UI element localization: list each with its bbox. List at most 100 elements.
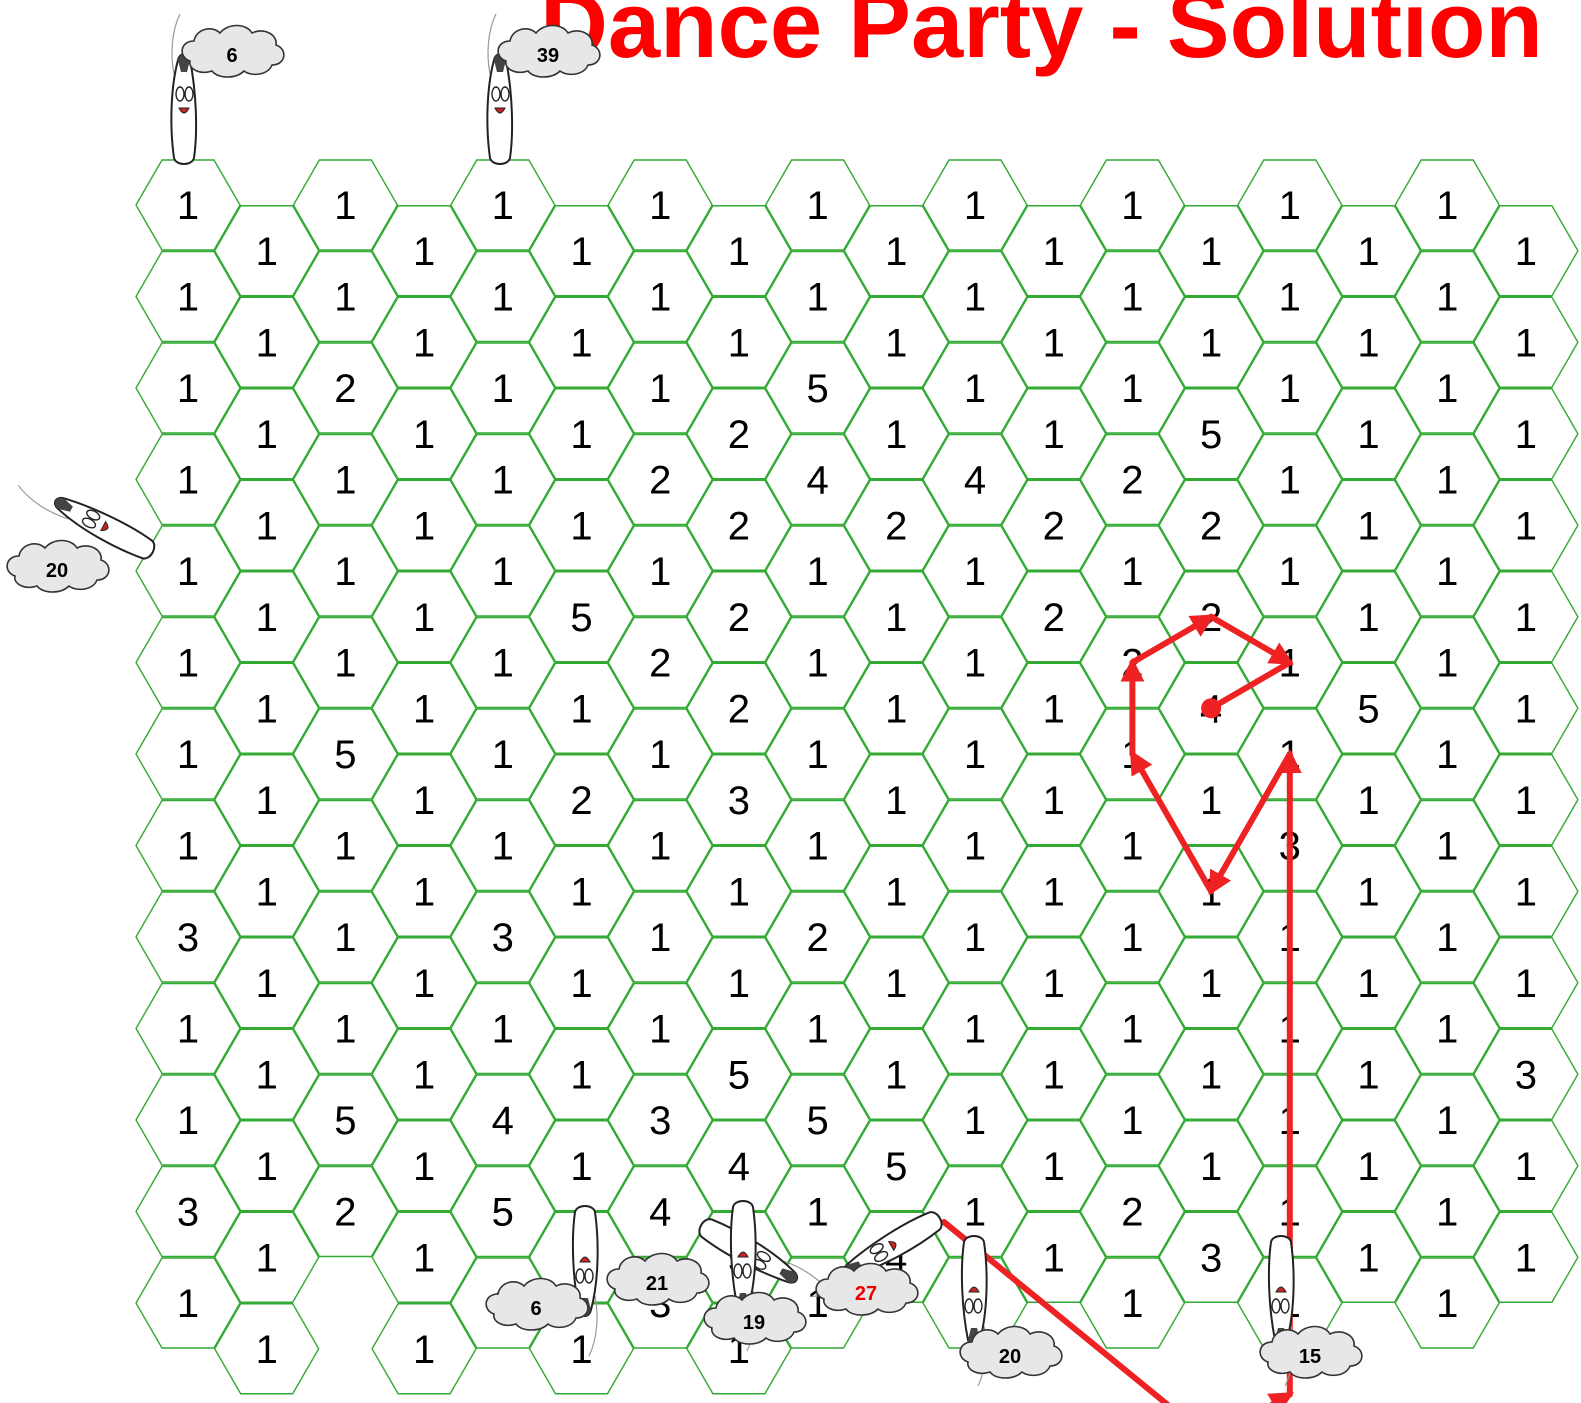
hex-number: 5 bbox=[806, 367, 828, 411]
hex-number: 1 bbox=[885, 687, 907, 731]
hex-number: 1 bbox=[413, 1145, 435, 1189]
hex-number: 1 bbox=[256, 1236, 278, 1280]
hex-number: 1 bbox=[1357, 413, 1379, 457]
hex-number: 2 bbox=[1043, 596, 1065, 640]
hex-number: 1 bbox=[1121, 1099, 1143, 1143]
hex-number: 1 bbox=[492, 459, 514, 503]
hex-number: 5 bbox=[728, 1053, 750, 1097]
hex-number: 1 bbox=[649, 916, 671, 960]
hex-number: 1 bbox=[1043, 1053, 1065, 1097]
hex-number: 1 bbox=[1121, 825, 1143, 869]
hex-number: 1 bbox=[1436, 367, 1458, 411]
hex-number: 1 bbox=[1436, 916, 1458, 960]
hex-number: 2 bbox=[1200, 504, 1222, 548]
hex-number: 1 bbox=[1436, 276, 1458, 320]
hex-number: 1 bbox=[964, 550, 986, 594]
hex-number: 1 bbox=[413, 596, 435, 640]
dancer: 20 bbox=[7, 471, 158, 592]
hex-number: 1 bbox=[1436, 1191, 1458, 1235]
hex-number: 1 bbox=[806, 825, 828, 869]
hex-number: 1 bbox=[1515, 962, 1537, 1006]
hex-number: 1 bbox=[413, 504, 435, 548]
hex-number: 1 bbox=[649, 367, 671, 411]
hex-number: 2 bbox=[1121, 1191, 1143, 1235]
hex-number: 4 bbox=[492, 1099, 514, 1143]
hex-number: 1 bbox=[806, 642, 828, 686]
hex-number: 1 bbox=[1515, 779, 1537, 823]
hex-number: 1 bbox=[1357, 321, 1379, 365]
hex-number: 1 bbox=[1121, 1282, 1143, 1326]
hex-number: 1 bbox=[1515, 504, 1537, 548]
hex-number: 1 bbox=[806, 184, 828, 228]
hex-number: 1 bbox=[256, 687, 278, 731]
hex-number: 1 bbox=[177, 550, 199, 594]
hex-number: 1 bbox=[413, 321, 435, 365]
hex-number: 1 bbox=[492, 550, 514, 594]
hex-number: 1 bbox=[806, 276, 828, 320]
dancer-number: 39 bbox=[537, 45, 559, 67]
hex-number: 1 bbox=[334, 276, 356, 320]
hex-number: 1 bbox=[1515, 687, 1537, 731]
hex-number: 1 bbox=[1200, 962, 1222, 1006]
hex-number: 1 bbox=[256, 870, 278, 914]
hex-number: 1 bbox=[1200, 230, 1222, 274]
hex-number: 1 bbox=[256, 779, 278, 823]
number-cloud: 21 bbox=[607, 1254, 709, 1306]
hex-number: 1 bbox=[1043, 687, 1065, 731]
hex-number: 1 bbox=[1121, 550, 1143, 594]
hex-number: 1 bbox=[1043, 1236, 1065, 1280]
hex-number: 1 bbox=[1200, 779, 1222, 823]
hex-number: 1 bbox=[806, 733, 828, 777]
hex-number: 1 bbox=[256, 321, 278, 365]
hex-number: 4 bbox=[806, 459, 828, 503]
hex-number: 1 bbox=[728, 962, 750, 1006]
hex-number: 1 bbox=[334, 825, 356, 869]
hex-number: 1 bbox=[177, 184, 199, 228]
hex-number: 1 bbox=[1436, 1099, 1458, 1143]
hex-number: 1 bbox=[256, 1145, 278, 1189]
hex-number: 1 bbox=[1279, 550, 1301, 594]
hex-number: 1 bbox=[256, 230, 278, 274]
hex-number: 1 bbox=[964, 916, 986, 960]
hex-number: 1 bbox=[570, 504, 592, 548]
hex-number: 1 bbox=[649, 550, 671, 594]
worm-icon bbox=[487, 14, 512, 164]
hex-number: 1 bbox=[649, 825, 671, 869]
hex-number: 1 bbox=[413, 1328, 435, 1372]
hex-number: 2 bbox=[885, 504, 907, 548]
dancer-number: 21 bbox=[646, 1273, 668, 1295]
hex-number: 1 bbox=[177, 276, 199, 320]
hex-number: 2 bbox=[334, 1191, 356, 1235]
dancer-number: 19 bbox=[743, 1312, 765, 1334]
hex-number: 1 bbox=[964, 1008, 986, 1052]
dancer-number: 20 bbox=[999, 1346, 1021, 1368]
hex-number: 1 bbox=[334, 459, 356, 503]
hex-number: 1 bbox=[1357, 1053, 1379, 1097]
hex-number: 1 bbox=[1043, 1145, 1065, 1189]
hex-number: 1 bbox=[1436, 733, 1458, 777]
hex-number: 1 bbox=[964, 733, 986, 777]
hex-number: 4 bbox=[728, 1145, 750, 1189]
hex-number: 3 bbox=[492, 916, 514, 960]
hex-number: 4 bbox=[649, 1191, 671, 1235]
worm-icon bbox=[171, 14, 196, 164]
number-cloud: 6 bbox=[182, 26, 284, 78]
hex-number: 2 bbox=[1043, 504, 1065, 548]
hex-grid: 1111111131131111111111111111211151115211… bbox=[136, 160, 1578, 1394]
number-cloud: 27 bbox=[816, 1264, 918, 1316]
hex-number: 1 bbox=[1279, 184, 1301, 228]
number-cloud: 19 bbox=[704, 1293, 806, 1345]
hex-number: 1 bbox=[256, 413, 278, 457]
number-cloud: 39 bbox=[498, 26, 600, 78]
hex-number: 1 bbox=[570, 687, 592, 731]
hex-number: 1 bbox=[492, 184, 514, 228]
hex-number: 1 bbox=[1357, 504, 1379, 548]
hex-number: 1 bbox=[1515, 1236, 1537, 1280]
hex-number: 1 bbox=[885, 230, 907, 274]
hex-number: 1 bbox=[1279, 459, 1301, 503]
hex-number: 1 bbox=[1121, 1008, 1143, 1052]
hex-number: 1 bbox=[649, 276, 671, 320]
hex-number: 1 bbox=[334, 1008, 356, 1052]
hex-number: 1 bbox=[256, 504, 278, 548]
